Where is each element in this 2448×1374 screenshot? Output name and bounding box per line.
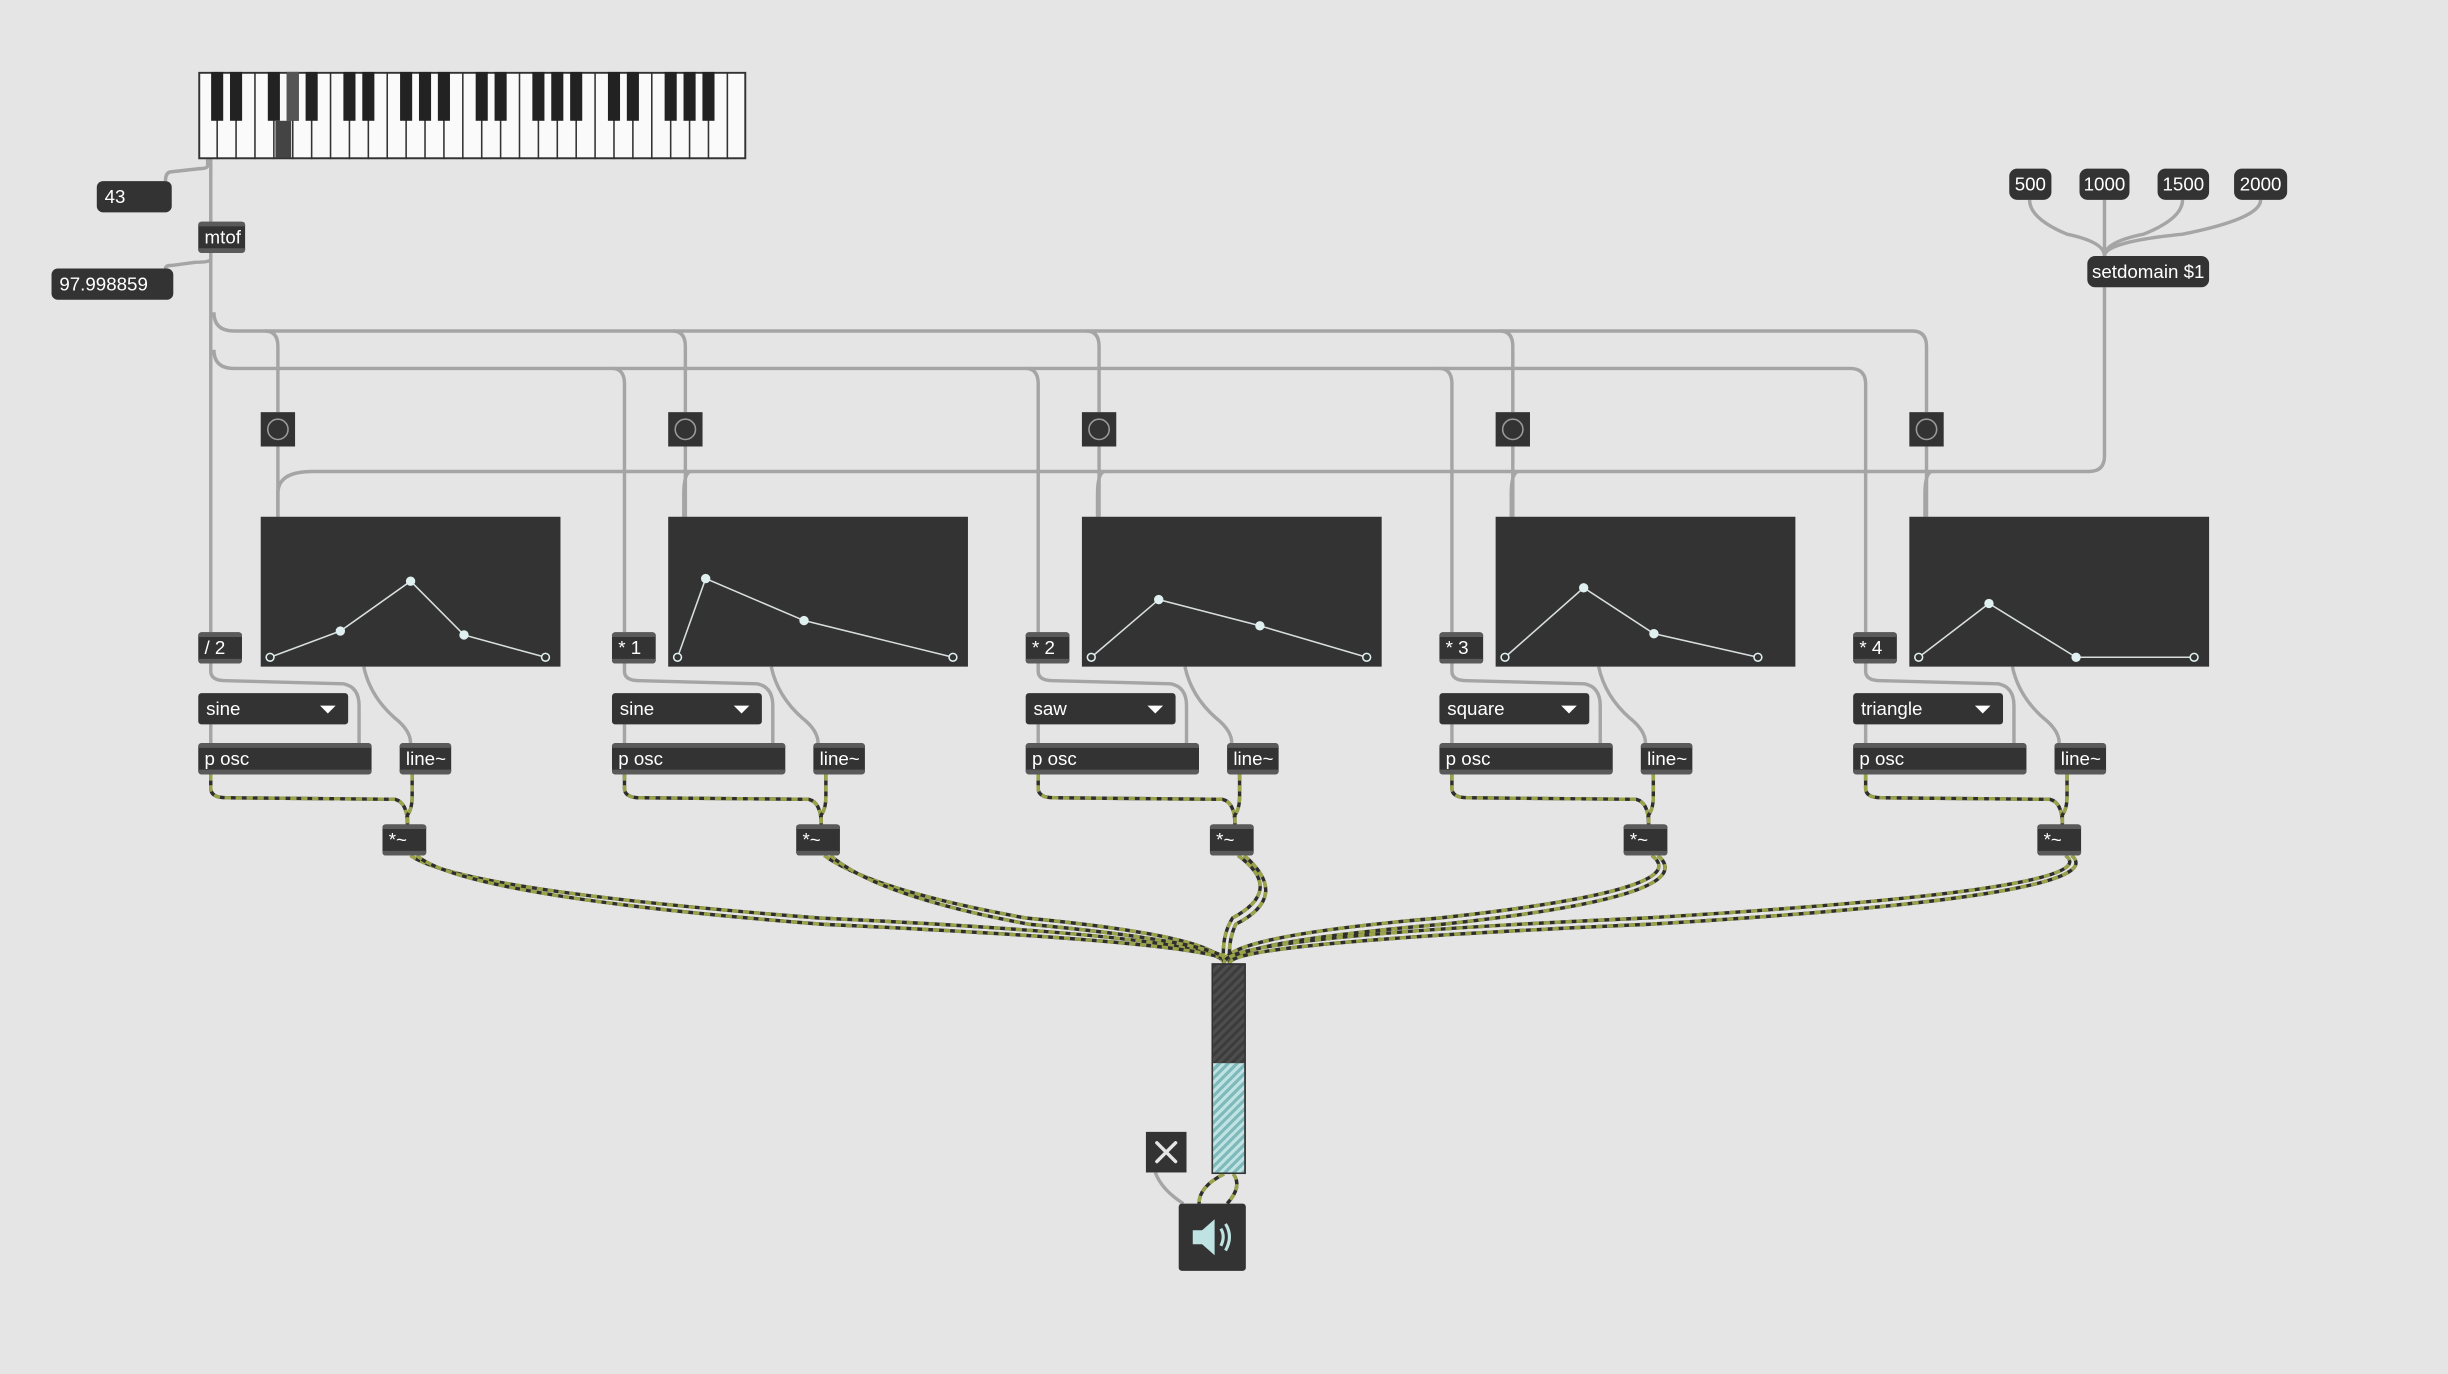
frequency-number-box[interactable]: 97.998859 — [51, 268, 174, 300]
chevron-down-icon — [1974, 705, 1991, 714]
voice-2-bang[interactable] — [668, 412, 703, 447]
voice-1-line[interactable]: line~ — [399, 743, 452, 775]
midi-note-number-box[interactable]: 43 — [96, 181, 172, 213]
voice-3-osc[interactable]: p osc — [1025, 743, 1200, 775]
voice-3-bang[interactable] — [1081, 412, 1117, 447]
voice-1-waveform-label: sine — [206, 697, 241, 720]
voice-1-envelope[interactable] — [260, 516, 561, 667]
gain-slider-track — [1213, 964, 1245, 1064]
voice-3-multiply[interactable]: *~ — [1209, 824, 1254, 856]
voice-5-bang[interactable] — [1909, 412, 1944, 447]
setdomain-message[interactable]: setdomain $1 — [2087, 256, 2210, 288]
voice-1-waveform-menu[interactable]: sine — [198, 693, 349, 725]
mtof-object[interactable]: mtof — [198, 221, 246, 253]
voice-1-ratio[interactable]: / 2 — [198, 632, 242, 664]
voice-3-ratio[interactable]: * 2 — [1025, 632, 1070, 664]
voice-2-envelope[interactable] — [668, 516, 968, 667]
chevron-down-icon — [1561, 705, 1577, 714]
speaker-icon[interactable] — [1178, 1203, 1246, 1271]
gain-slider-fill — [1213, 1062, 1245, 1173]
voice-2-osc[interactable]: p osc — [611, 743, 786, 775]
voice-3-line[interactable]: line~ — [1227, 743, 1279, 775]
domain-message-1000[interactable]: 1000 — [2079, 168, 2130, 200]
chevron-down-icon — [320, 705, 336, 714]
domain-message-1500[interactable]: 1500 — [2157, 168, 2210, 200]
voice-2-multiply[interactable]: *~ — [796, 824, 840, 856]
chevron-down-icon — [733, 705, 750, 714]
voice-5-multiply[interactable]: *~ — [2037, 824, 2082, 856]
voice-1-multiply[interactable]: *~ — [382, 824, 427, 856]
kslider-keyboard[interactable] — [198, 71, 747, 160]
toggle-x-icon[interactable] — [1145, 1131, 1187, 1173]
voice-4-multiply[interactable]: *~ — [1623, 824, 1668, 856]
voice-3-waveform-menu[interactable]: saw — [1025, 693, 1176, 725]
voice-5-waveform-label: triangle — [1860, 697, 1923, 720]
voice-2-waveform-menu[interactable]: sine — [611, 693, 762, 725]
voice-4-envelope[interactable] — [1495, 516, 1796, 667]
voice-2-waveform-label: sine — [619, 697, 655, 720]
voice-4-waveform-label: square — [1447, 697, 1505, 720]
gain-slider[interactable] — [1211, 963, 1246, 1175]
voice-5-ratio[interactable]: * 4 — [1853, 632, 1897, 664]
voice-3-waveform-label: saw — [1033, 697, 1067, 720]
voice-4-waveform-menu[interactable]: square — [1439, 693, 1590, 725]
voice-5-line[interactable]: line~ — [2054, 743, 2107, 775]
voice-4-ratio[interactable]: * 3 — [1439, 632, 1484, 664]
voice-1-bang[interactable] — [260, 412, 296, 447]
chevron-down-icon — [1147, 705, 1164, 714]
voice-4-osc[interactable]: p osc — [1439, 743, 1613, 775]
voice-2-ratio[interactable]: * 1 — [611, 632, 656, 664]
domain-message-2000[interactable]: 2000 — [2234, 168, 2288, 200]
voice-2-line[interactable]: line~ — [813, 743, 865, 775]
voice-4-line[interactable]: line~ — [1640, 743, 1693, 775]
domain-message-500[interactable]: 500 — [2009, 168, 2052, 200]
voice-1-osc[interactable]: p osc — [198, 743, 372, 775]
voice-5-osc[interactable]: p osc — [1853, 743, 2027, 775]
voice-5-envelope[interactable] — [1909, 516, 2210, 667]
voice-5-waveform-menu[interactable]: triangle — [1853, 693, 2004, 725]
voice-4-bang[interactable] — [1495, 412, 1530, 447]
voice-3-envelope[interactable] — [1081, 516, 1382, 667]
